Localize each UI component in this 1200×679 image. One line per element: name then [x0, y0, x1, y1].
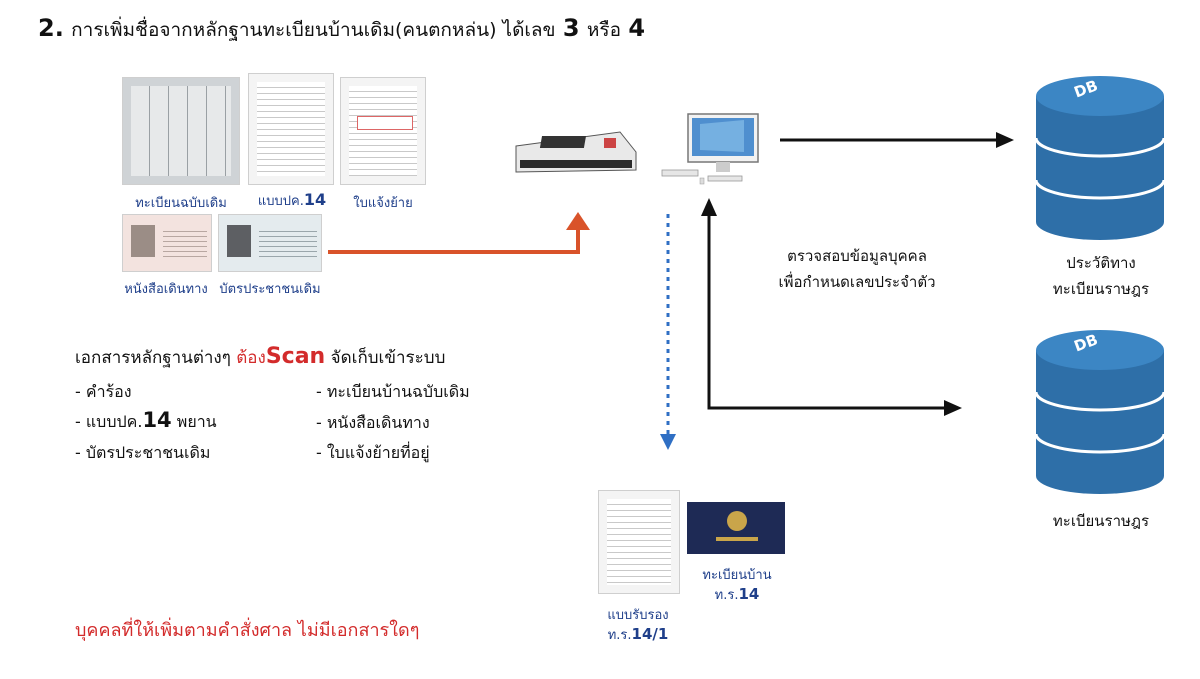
title-text: การเพิ่มชื่อจากหลักฐานทะเบียนบ้านเดิม(คน… — [71, 19, 556, 41]
caption-cert-form: แบบรับรอง — [607, 608, 669, 623]
caption-old-house-registration: ทะเบียนฉบับเดิม — [135, 196, 227, 211]
database-icon-1 — [1034, 76, 1166, 240]
arrow-up-head — [701, 198, 717, 216]
title-number-4: 4 — [628, 14, 646, 42]
list-item-request: - คำร้อง — [75, 382, 132, 401]
caption-cert-form-code: ท.ร. — [607, 628, 632, 643]
db2-label-line1: ทะเบียนราษฎร — [1052, 512, 1150, 530]
title-number-3: 3 — [562, 14, 580, 42]
scan-heading-prefix: เอกสารหลักฐานต่างๆ — [75, 348, 231, 368]
old-id-card-image — [218, 214, 322, 272]
red-stamp-icon — [357, 116, 413, 130]
db2-label: ทะเบียนราษฎร — [1016, 508, 1186, 534]
blue-dotted-arrow-head — [660, 434, 676, 450]
caption-old-id-card: บัตรประชาชนเดิม — [219, 282, 321, 297]
move-notice-image — [340, 77, 426, 185]
caption-passport: หนังสือเดินทาง — [124, 282, 208, 297]
orange-arrow-head — [566, 212, 590, 230]
scanner-icon — [515, 131, 637, 173]
list-item-form-pd14-text: - แบบปค. — [75, 412, 143, 431]
arrow-to-db1-head — [996, 132, 1014, 148]
list-item-form-pd14-tail: พยาน — [176, 412, 217, 431]
scan-heading: เอกสารหลักฐานต่างๆ ต้องScan จัดเก็บเข้าร… — [75, 344, 445, 371]
caption-house-book: ทะเบียนบ้าน — [702, 568, 772, 583]
scan-heading-scan: Scan — [265, 344, 326, 369]
old-house-registration-image — [122, 77, 240, 185]
computer-icon — [661, 113, 759, 185]
scan-heading-must: ต้อง — [236, 348, 266, 368]
title-or: หรือ — [586, 19, 622, 41]
caption-form-pd14: แบบปค. — [257, 194, 304, 209]
list-item-form-pd14-number: 14 — [142, 408, 172, 432]
arrow-to-db2 — [707, 215, 948, 410]
caption-house-book-code: ท.ร. — [714, 588, 739, 603]
orange-arrow — [328, 228, 580, 254]
court-order-note: บุคคลที่ให้เพิ่มตามคำสั่งศาล ไม่มีเอกสาร… — [75, 620, 420, 641]
list-item-old-house-registration: - ทะเบียนบ้านฉบับเดิม — [316, 382, 470, 401]
page-title: 2. การเพิ่มชื่อจากหลักฐานทะเบียนบ้านเดิม… — [38, 14, 645, 45]
list-item-passport: - หนังสือเดินทาง — [316, 413, 430, 432]
scan-heading-suffix: จัดเก็บเข้าระบบ — [330, 348, 446, 368]
verify-line2: เพื่อกำหนดเลขประจำตัว — [778, 273, 936, 291]
form-pd14-image — [248, 73, 334, 185]
id-photo-icon — [227, 225, 251, 257]
caption-form-pd14-number: 14 — [303, 190, 327, 209]
house-book-image — [687, 502, 785, 554]
verify-text: ตรวจสอบข้อมูลบุคคล เพื่อกำหนดเลขประจำตัว — [742, 243, 972, 295]
verify-line1: ตรวจสอบข้อมูลบุคคล — [787, 247, 927, 265]
cert-form-image — [598, 490, 680, 594]
db1-label: ประวัติทาง ทะเบียนราษฎร — [1016, 250, 1186, 302]
garuda-emblem-icon — [727, 511, 747, 531]
caption-house-book-number: 14 — [738, 585, 760, 603]
db1-label-line2: ทะเบียนราษฎร — [1052, 280, 1150, 298]
list-item-move-notice: - ใบแจ้งย้ายที่อยู่ — [316, 443, 430, 462]
arrow-to-db2-head — [944, 400, 962, 416]
db1-label-line1: ประวัติทาง — [1066, 254, 1136, 272]
caption-cert-form-number: 14/1 — [631, 625, 669, 643]
database-icon-2 — [1034, 330, 1166, 494]
passport-photo-icon — [131, 225, 155, 257]
title-number: 2. — [38, 14, 64, 42]
caption-move-notice: ใบแจ้งย้าย — [353, 196, 413, 211]
passport-image — [122, 214, 212, 272]
list-item-old-id-card: - บัตรประชาชนเดิม — [75, 443, 211, 462]
list-item-form-pd14: - แบบปค.14 พยาน — [75, 408, 217, 435]
